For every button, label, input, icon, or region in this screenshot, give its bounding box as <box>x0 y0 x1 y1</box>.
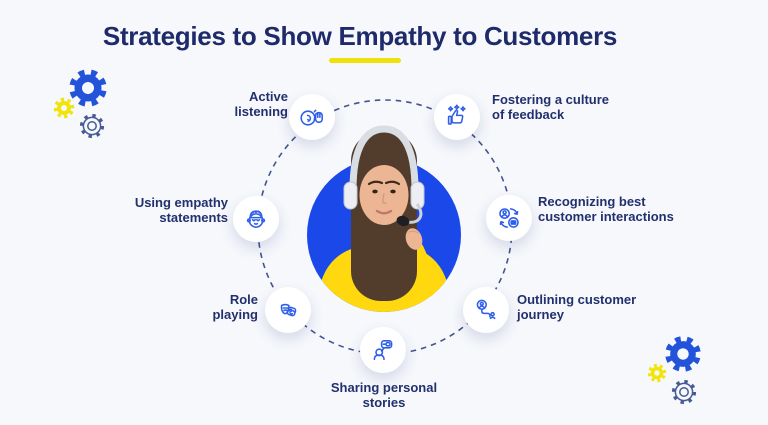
strategy-label-fostering-feedback: Fostering a culture of feedback <box>492 92 610 122</box>
strategy-label-sharing-stories: Sharing personal stories <box>330 380 438 410</box>
gear-icon <box>665 336 701 372</box>
strategy-label-outlining-journey: Outlining customer journey <box>517 292 637 322</box>
strategy-node-empathy-statements <box>233 196 279 242</box>
strategy-node-recognizing-interactions <box>486 195 532 241</box>
title-underline <box>329 58 401 63</box>
theater-masks-icon <box>280 303 297 317</box>
customer-journey-icon <box>476 299 496 320</box>
gear-icon <box>69 69 107 107</box>
strategy-node-fostering-feedback <box>434 94 480 140</box>
strategy-node-sharing-stories <box>360 327 406 373</box>
strategy-node-active-listening <box>289 94 335 140</box>
woman-headset-photo <box>307 125 461 312</box>
thumbs-up-stars-icon <box>447 104 466 125</box>
page-title: Strategies to Show Empathy to Customers <box>102 21 618 51</box>
strategy-node-role-playing <box>265 287 311 333</box>
person-speech-bubble-icon <box>373 340 393 361</box>
gear-icon <box>79 113 105 139</box>
strategy-node-outlining-journey <box>463 287 509 333</box>
gear-icon <box>671 379 697 405</box>
strategy-label-empathy-statements: Using empathy statements <box>134 195 228 225</box>
strategy-label-recognizing-interactions: Recognizing best customer interactions <box>538 194 674 224</box>
gear-cluster-bottom-right <box>647 336 701 405</box>
strategy-label-role-playing: Role playing <box>212 292 258 322</box>
strategy-label-active-listening: Active listening <box>234 89 288 119</box>
listening-icon <box>300 109 323 126</box>
gear-icon <box>647 363 667 383</box>
gear-cluster-top-left <box>53 69 107 139</box>
swap-interactions-icon <box>499 208 519 228</box>
empathy-face-icon <box>246 210 266 228</box>
gear-icon <box>53 97 75 119</box>
